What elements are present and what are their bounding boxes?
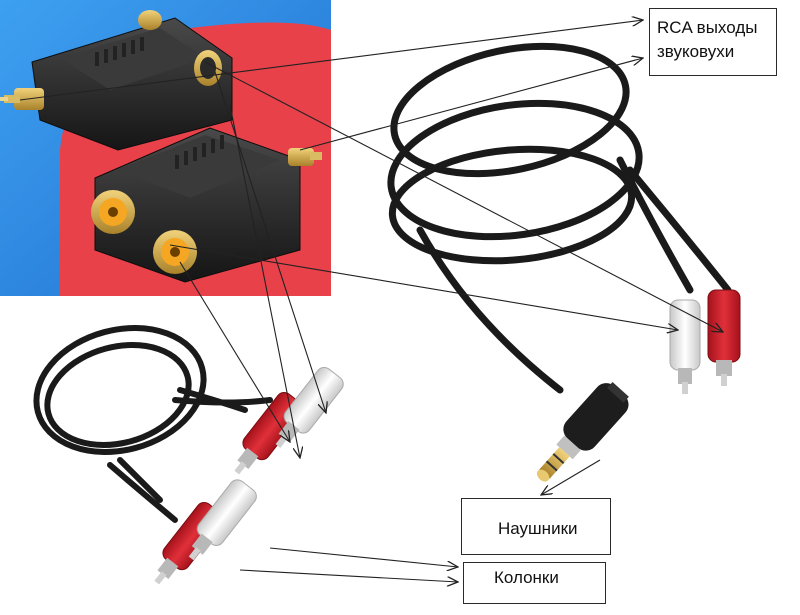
label-speakers: Колонки bbox=[463, 562, 606, 604]
mini-jack-plug bbox=[536, 382, 629, 482]
arrow-jack-to-headphones-label bbox=[541, 459, 601, 495]
label-headphones: Наушники bbox=[461, 498, 611, 555]
lower-adapter bbox=[91, 127, 322, 283]
arrow-socket-to-white-plug bbox=[169, 244, 678, 330]
label-rca-outputs-line1: RCA выходы bbox=[657, 18, 758, 37]
label-rca-outputs: RCA выходы звуковухи bbox=[649, 8, 777, 76]
arrow-adapter-to-rca-label-2 bbox=[299, 58, 643, 151]
label-rca-outputs-line2: звуковухи bbox=[657, 42, 735, 61]
arrow-red-plug-to-speakers-label bbox=[239, 569, 458, 582]
arrow-adapter-to-upper-red bbox=[229, 104, 300, 458]
rca-plug-white-right bbox=[669, 299, 701, 394]
arrow-socket-to-upper-red bbox=[179, 261, 290, 442]
label-speakers-text: Колонки bbox=[494, 568, 559, 587]
arrow-adapter-to-red-plug bbox=[204, 61, 723, 332]
rca-plug-white-lower bbox=[188, 479, 257, 561]
arrow-adapter-to-rca-label-1 bbox=[19, 20, 643, 101]
jack-to-rca-cable bbox=[387, 42, 741, 482]
annotation-arrows bbox=[19, 20, 723, 582]
arrow-white-plug-to-speakers-label bbox=[269, 547, 458, 567]
rca-to-rca-cable bbox=[33, 325, 344, 585]
arrow-adapter-to-upper-white bbox=[214, 71, 326, 413]
adapter-photo bbox=[0, 0, 331, 296]
rca-plug-red-right bbox=[707, 289, 741, 386]
label-headphones-text: Наушники bbox=[498, 519, 578, 538]
